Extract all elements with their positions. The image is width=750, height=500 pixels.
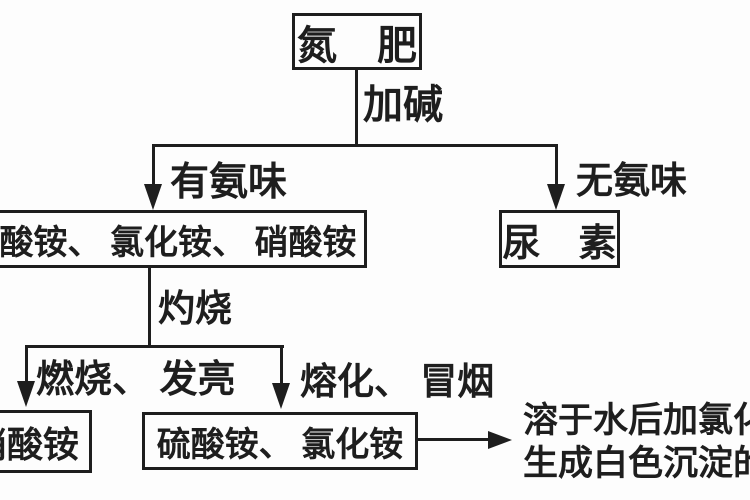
- node-urea: 尿 素: [499, 210, 620, 268]
- connector-branch2-right-drop: [280, 345, 283, 385]
- arrow-down-icon: [144, 184, 162, 210]
- connector-branch1-left-drop: [152, 144, 155, 186]
- node-ammonium-nitrate: 硝酸铵: [0, 410, 92, 473]
- connector-branch1-horizontal: [152, 144, 558, 147]
- node-ammonium-salts: 硫酸铵、 氯化铵、 硝酸铵: [0, 210, 367, 268]
- edge-label-melts-smokes: 熔化、 冒烟: [300, 362, 495, 403]
- edge-label-burns-bright: 燃烧、 发亮: [36, 359, 236, 401]
- connector-result-shaft: [418, 438, 490, 441]
- edge-label-no-ammonia-smell: 无氨味: [576, 161, 687, 202]
- result-note-line1: 溶于水后加氯化: [523, 401, 750, 440]
- edge-label-has-ammonia-smell: 有氨味: [170, 161, 288, 204]
- node-sulfate-chloride: 硫酸铵、 氯化铵: [142, 412, 418, 470]
- node-nitrogen-fertilizer: 氮 肥: [292, 13, 422, 70]
- connector-branch2-horizontal: [25, 345, 284, 348]
- arrow-down-icon: [272, 383, 290, 409]
- arrow-right-icon: [488, 431, 512, 449]
- result-note-line2: 生成白色沉淀的: [523, 444, 750, 483]
- arrow-down-icon: [547, 184, 565, 210]
- edge-label-add-alkali: 加碱: [363, 82, 443, 127]
- result-note: 溶于水后加氯化 生成白色沉淀的: [523, 399, 750, 485]
- connector-branch2-left-drop: [25, 345, 28, 383]
- edge-label-calcine: 灼烧: [158, 289, 232, 330]
- connector-branch1-right-drop: [555, 144, 558, 186]
- connector-calcine-stem: [148, 268, 151, 348]
- connector-root-stem: [355, 70, 358, 146]
- arrow-down-icon: [17, 381, 35, 407]
